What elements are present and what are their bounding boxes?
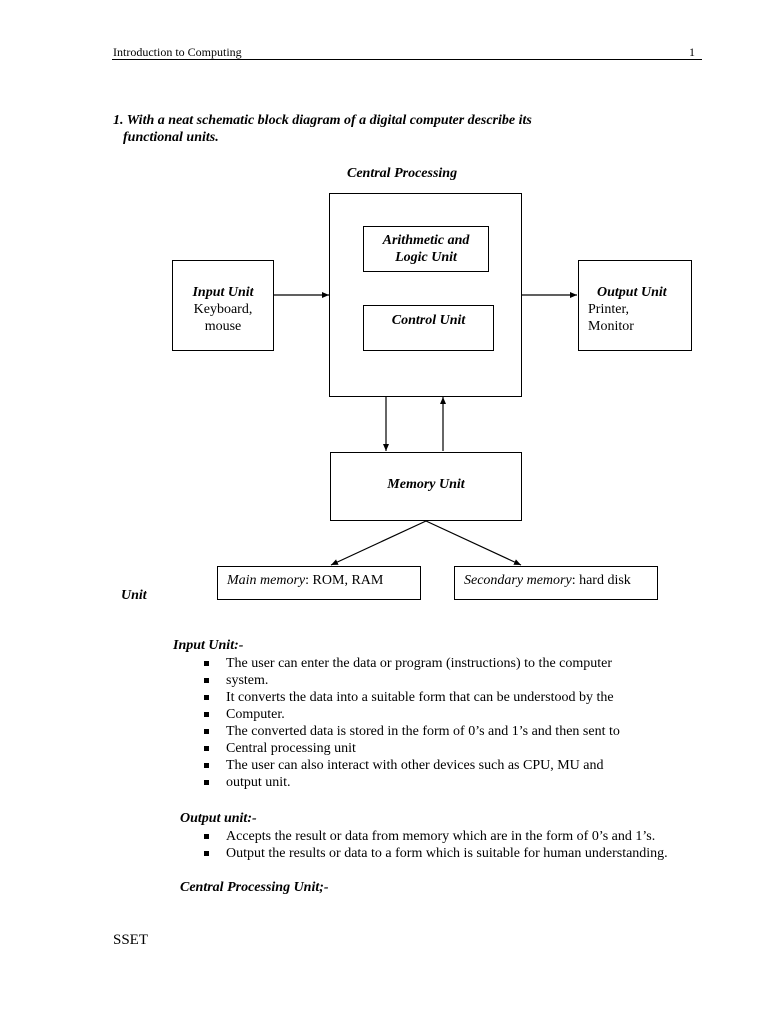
list-item: It converts the data into a suitable for…: [202, 689, 722, 706]
cpu-heading: Central Processing Unit;-: [180, 880, 329, 895]
secondary-memory-box: Secondary memory: hard disk: [454, 566, 658, 600]
alu-label-line-1: Arithmetic and: [382, 233, 470, 248]
page-number: 1: [689, 45, 695, 59]
output-unit-line-1: Printer,: [588, 302, 630, 317]
list-item: system.: [202, 672, 722, 689]
cpu-title-continuation: Unit: [121, 588, 147, 603]
main-memory-value: : ROM, RAM: [305, 573, 384, 588]
header-rule: [112, 59, 702, 60]
main-memory-box: Main memory: ROM, RAM: [217, 566, 421, 600]
list-item: The user can enter the data or program (…: [202, 655, 722, 672]
control-unit-box: Control Unit: [363, 305, 494, 351]
input-unit-box: Input Unit Keyboard, mouse: [172, 260, 274, 351]
alu-label-line-2: Logic Unit: [395, 250, 457, 265]
question-heading: 1. With a neat schematic block diagram o…: [113, 112, 633, 146]
list-item: Accepts the result or data from memory w…: [202, 828, 742, 845]
alu-box: Arithmetic and Logic Unit: [363, 226, 489, 272]
list-item: output unit.: [202, 774, 722, 791]
output-unit-title: Output Unit: [597, 285, 667, 300]
input-unit-bullets: The user can enter the data or program (…: [202, 655, 722, 791]
arrow-memory-to-secondary: [425, 520, 522, 566]
list-item: The converted data is stored in the form…: [202, 723, 722, 740]
input-unit-heading: Input Unit:-: [173, 638, 244, 653]
input-unit-line-1: Keyboard,: [193, 302, 253, 317]
list-item: Central processing unit: [202, 740, 722, 757]
cpu-title: Central Processing: [347, 166, 458, 181]
control-unit-label: Control Unit: [391, 313, 466, 328]
input-unit-line-2: mouse: [204, 319, 242, 334]
running-header-title: Introduction to Computing: [113, 45, 242, 59]
secondary-memory-value: : hard disk: [571, 573, 631, 588]
question-line-1: 1. With a neat schematic block diagram o…: [113, 113, 532, 128]
cpu-box: [329, 193, 522, 397]
secondary-memory-label: Secondary memory: [464, 573, 572, 588]
output-unit-bullets: Accepts the result or data from memory w…: [202, 828, 742, 862]
main-memory-label: Main memory: [227, 573, 306, 588]
memory-unit-box: Memory Unit: [330, 452, 522, 521]
output-unit-box: Output Unit Printer, Monitor: [578, 260, 692, 351]
list-item: Output the results or data to a form whi…: [202, 845, 742, 862]
memory-unit-label: Memory Unit: [387, 477, 465, 492]
list-item: Computer.: [202, 706, 722, 723]
output-unit-heading: Output unit:-: [180, 811, 257, 826]
footer-text: SSET: [113, 932, 149, 948]
output-unit-line-2: Monitor: [588, 319, 634, 334]
list-item: The user can also interact with other de…: [202, 757, 722, 774]
question-line-2: functional units.: [123, 130, 219, 145]
input-unit-title: Input Unit: [192, 285, 254, 300]
arrow-memory-to-main: [330, 520, 427, 566]
